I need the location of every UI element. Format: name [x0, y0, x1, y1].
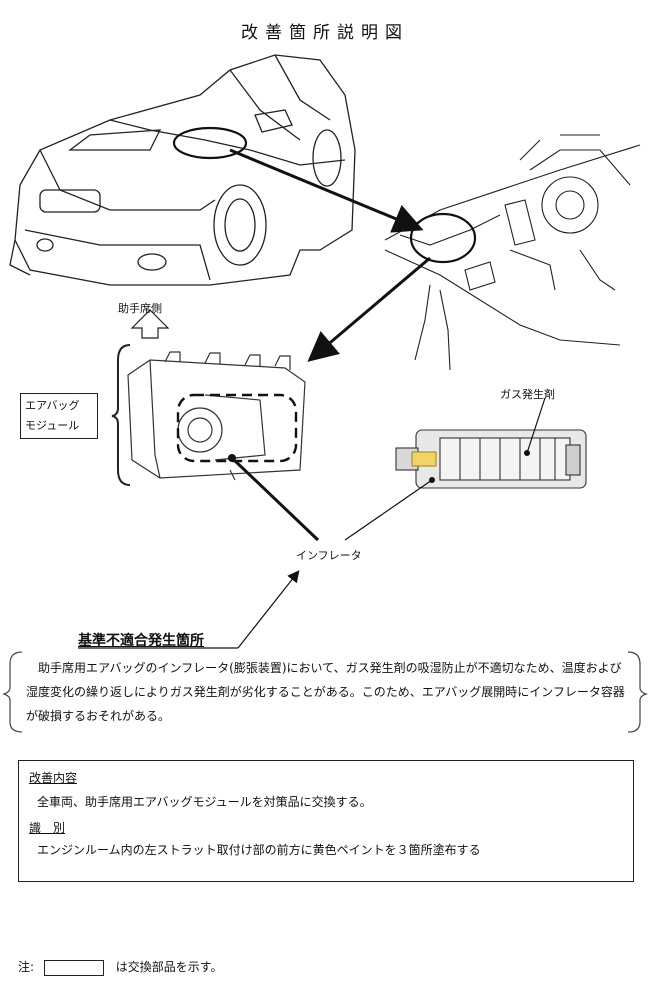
defect-left-brace: [2, 651, 23, 733]
defect-description: 助手席用エアバッグのインフレータ(膨張装置)において、ガス発生剤の吸湿防止が不適…: [26, 661, 625, 723]
airbag-module-label: エアバッグ モジュール: [20, 393, 98, 439]
defect-heading: 基準不適合発生箇所: [78, 633, 204, 649]
arrow-car-to-dash: [229, 148, 424, 233]
identification-text: エンジンルーム内の左ストラット取付け部の前方に黄色ペイントを３箇所塗布する: [37, 843, 481, 857]
gas-generant-label: ガス発生剤: [500, 388, 555, 401]
inflator-drawing: [395, 429, 587, 489]
arrow-dash-to-module: [307, 256, 431, 362]
airbag-module-label-line2: モジュール: [25, 419, 80, 432]
identification-heading: 識 別: [29, 821, 66, 835]
car-drawing: [9, 54, 356, 286]
dash-callout-ellipse: [409, 212, 477, 264]
passenger-side-label: 助手席側: [118, 302, 162, 315]
improvement-box: 改善内容 全車両、助手席用エアバッグモジュールを対策品に交換する。 識 別 エン…: [18, 760, 634, 882]
gas-leader-line: [526, 397, 546, 454]
footnote-prefix: 注:: [18, 960, 35, 974]
passenger-side-arrow: [130, 309, 170, 339]
improvement-heading: 改善内容: [29, 771, 78, 785]
module-brace: [111, 344, 131, 486]
defect-right-brace: [627, 651, 648, 733]
hood-callout-ellipse: [172, 126, 248, 160]
airbag-module-drawing: [127, 351, 306, 481]
footnote: 注: は交換部品を示す。: [18, 958, 223, 976]
inflator-leader-cutaway: [344, 479, 433, 541]
footnote-suffix: は交換部品を示す。: [115, 960, 223, 974]
airbag-module-label-line1: エアバッグ: [25, 399, 80, 412]
inflator-leader-module: [230, 456, 320, 542]
page-title: 改善箇所説明図: [241, 23, 409, 43]
inflator-label: インフレータ: [296, 549, 362, 562]
defect-arrow: [237, 570, 300, 649]
dashboard-drawing: [384, 134, 641, 371]
improvement-text: 全車両、助手席用エアバッグモジュールを対策品に交換する。: [37, 795, 372, 809]
footnote-legend-box: [43, 959, 104, 976]
